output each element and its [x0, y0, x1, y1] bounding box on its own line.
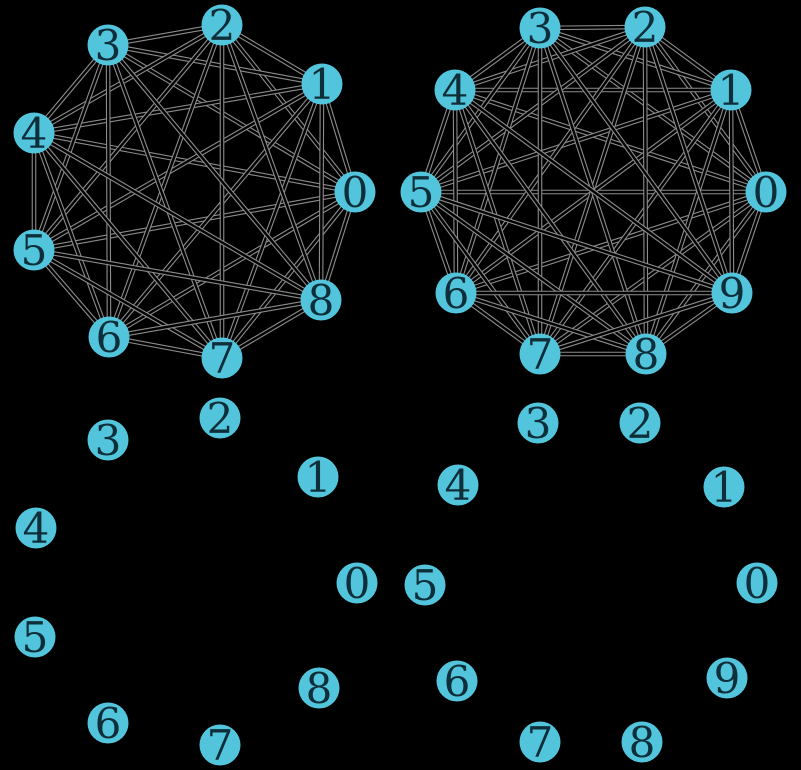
edge-0-4 — [33, 131, 356, 194]
edge-1-4 — [33, 82, 323, 135]
edge-3-8 — [107, 44, 322, 301]
edge-7-9 — [539, 291, 733, 356]
node-circle-1 — [301, 63, 343, 105]
node-circle-3 — [519, 7, 561, 49]
edge-3-6 — [454, 27, 542, 294]
edge-2-8 — [220, 24, 323, 301]
edge-1-5 — [33, 82, 323, 252]
node-circle-0 — [334, 171, 376, 213]
node-circle-4 — [437, 464, 479, 506]
edge-4-7 — [453, 89, 542, 355]
edge-1-6 — [108, 83, 323, 338]
node-circle-7 — [519, 721, 561, 763]
edge-1-9 — [729, 89, 734, 294]
node-circle-5 — [400, 171, 442, 213]
edge-0-5 — [33, 190, 356, 252]
node-circle-1 — [297, 456, 339, 498]
edge-1-8 — [644, 89, 733, 355]
node-circle-1 — [703, 466, 745, 508]
edge-2-5 — [420, 26, 646, 193]
node-circle-6 — [436, 660, 478, 702]
edge-3-9 — [539, 27, 733, 294]
edge-0-7 — [221, 191, 356, 359]
node-circle-5 — [404, 564, 446, 606]
edge-0-2 — [221, 24, 356, 193]
edge-3-6 — [106, 44, 111, 338]
node-circle-9 — [706, 657, 748, 699]
edge-1-3 — [107, 43, 323, 86]
node-circle-5 — [13, 229, 55, 271]
node-circle-6 — [87, 702, 129, 744]
edge-2-4 — [33, 23, 223, 135]
edge-5-9 — [420, 190, 733, 295]
node-circle-1 — [710, 69, 752, 111]
node-circle-2 — [624, 6, 666, 48]
node-circle-0 — [736, 562, 778, 604]
edge-2-6 — [107, 24, 224, 338]
node-circle-4 — [15, 507, 57, 549]
node-circle-4 — [434, 69, 476, 111]
node-circle-3 — [517, 402, 559, 444]
node-circle-8 — [298, 667, 340, 709]
edge-0-3 — [539, 27, 767, 193]
node-circle-8 — [621, 721, 663, 763]
edge-5-7 — [420, 191, 541, 355]
edge-4-6 — [32, 132, 111, 338]
edge-0-3 — [107, 43, 356, 194]
node-circle-4 — [13, 112, 55, 154]
edge-4-8 — [454, 89, 647, 355]
node-circle-6 — [435, 272, 477, 314]
edge-5-8 — [420, 191, 647, 355]
edge-6-8 — [455, 291, 647, 356]
node-circle-6 — [88, 316, 130, 358]
edge-5-7 — [33, 248, 223, 360]
node-circle-9 — [711, 272, 753, 314]
node-circle-0 — [336, 562, 378, 604]
edge-5-8 — [33, 248, 322, 302]
edge-4-8 — [33, 131, 322, 302]
edge-0-6 — [108, 190, 356, 339]
node-circle-7 — [199, 724, 241, 766]
edge-0-7 — [539, 191, 767, 355]
edge-3-5 — [32, 44, 110, 251]
node-circle-0 — [745, 171, 787, 213]
node-circle-5 — [14, 616, 56, 658]
node-circle-3 — [87, 24, 129, 66]
node-circle-8 — [300, 279, 342, 321]
edge-6-8 — [108, 298, 322, 339]
node-circle-2 — [619, 402, 661, 444]
node-circle-8 — [625, 333, 667, 375]
edge-2-9 — [643, 26, 734, 294]
node-circle-3 — [87, 419, 129, 461]
node-circle-2 — [201, 4, 243, 46]
edge-4-9 — [454, 89, 733, 294]
node-circle-7 — [201, 337, 243, 379]
edge-2-8 — [643, 26, 648, 355]
edge-1-8 — [319, 83, 324, 301]
node-circle-2 — [199, 397, 241, 439]
node-circle-7 — [519, 333, 561, 375]
edge-3-7 — [106, 44, 224, 359]
edge-4-6 — [453, 89, 458, 294]
